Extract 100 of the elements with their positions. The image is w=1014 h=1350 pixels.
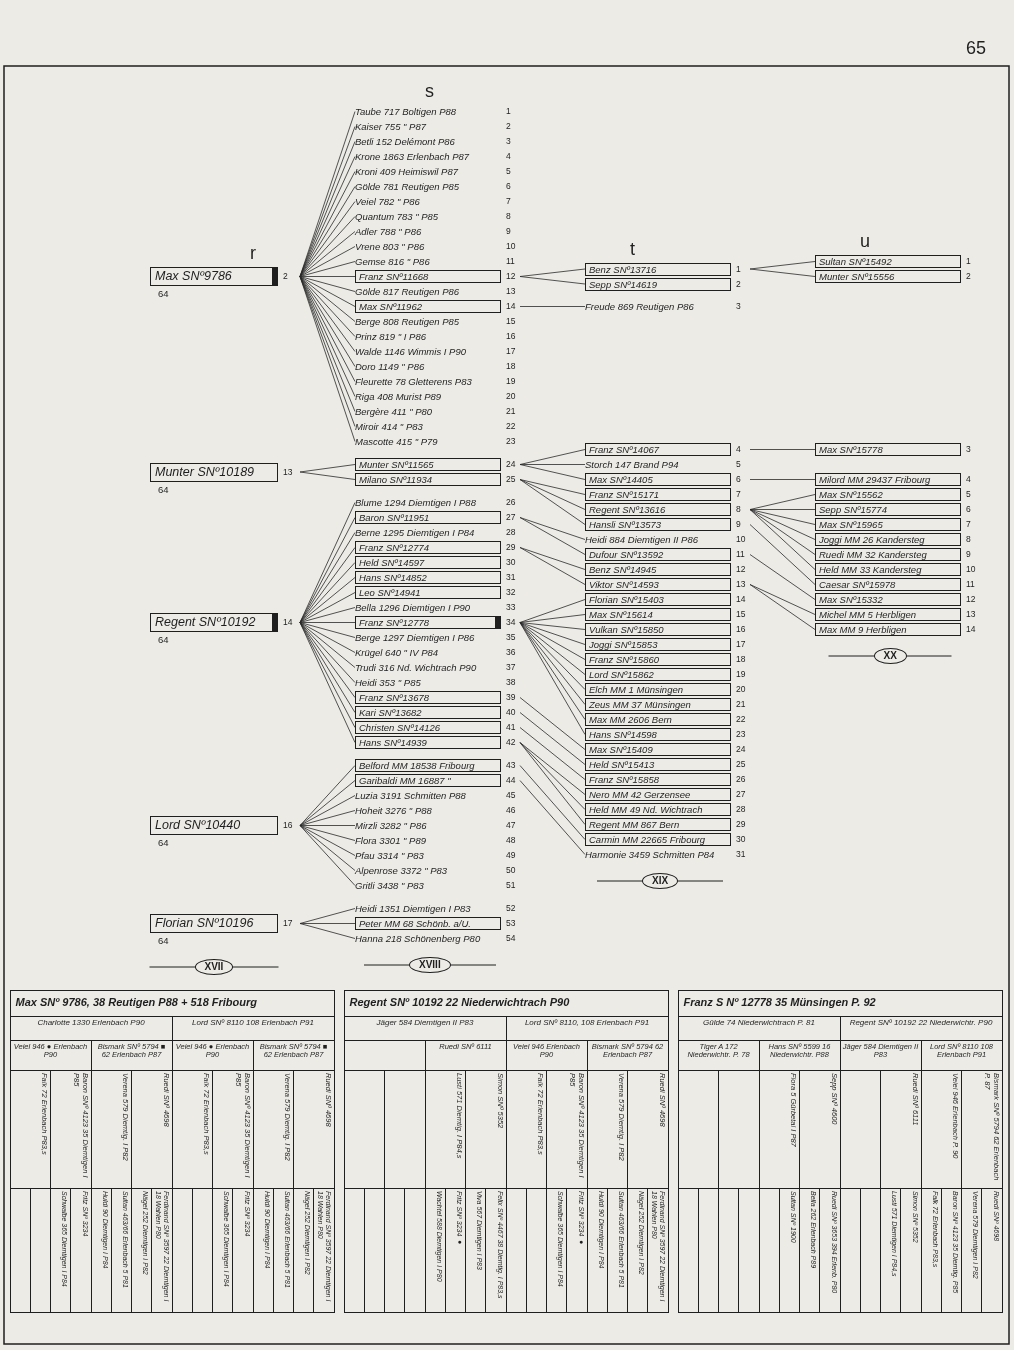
entry-text: Vrene 803 " P86 [355,240,425,253]
entry-text: Gölde 817 Reutigen P86 [355,285,460,298]
entry-number: 19 [506,375,516,388]
entry-number: 19 [736,668,746,681]
entry-box: Held SNº14597 [355,556,501,569]
entry-number: 5 [506,165,511,178]
connector-line [299,261,356,277]
entry-text: Flora 3301 " P89 [355,834,426,847]
entry-number: 2 [506,120,511,133]
connector-line [519,517,586,540]
entry-number: 12 [506,270,516,283]
entry-number: 25 [506,473,516,486]
entry-number: 3 [506,135,511,148]
entry-number: 45 [506,789,516,802]
entry-number: 11 [966,578,975,591]
entry-number: 16 [283,819,293,832]
entry-number: 21 [506,405,516,418]
connector-line [299,825,356,856]
entry-text: Adler 788 " P86 [355,225,422,238]
entry-box: Lord SNº15862 [585,668,731,681]
entry-number: 49 [506,849,516,862]
entry-box: Joggi MM 26 Kandersteg [815,533,961,546]
entry-box: Hans SNº14598 [585,728,731,741]
entry-number: 36 [506,646,516,659]
entry-box: Franz SNº15171 [585,488,731,501]
connector-line [519,622,586,690]
entry-text: Freude 869 Reutigen P86 [585,300,694,313]
entry-number: 39 [506,691,516,704]
column-letter: t [630,238,635,260]
connector-line [299,622,356,638]
entry-number: 52 [506,902,516,915]
entry-box: Hans SNº14939 [355,736,501,749]
entry-number: 21 [736,698,746,711]
entry-number: 3 [966,443,971,456]
entry-text: Berge 1297 Diemtigen I P86 [355,631,475,644]
connector-line [299,577,356,623]
page-reference: 64 [158,837,169,848]
entry-number: 28 [736,803,746,816]
entry-box: Leo SNº14941 [355,586,501,599]
entry-number: 13 [966,608,976,621]
connector-line [299,825,356,841]
entry-number: 29 [506,541,516,554]
entry-text: Prinz 819 " I P86 [355,330,426,343]
entry-box: Max SNº15778 [815,443,961,456]
entry-number: 44 [506,774,516,787]
column-letter: s [425,81,434,102]
entry-box: Max SNº15614 [585,608,731,621]
entry-number: 7 [736,488,741,501]
entry-text: Heidi 353 " P85 [355,676,421,689]
entry-number: 17 [736,638,746,651]
connector-line [299,471,356,480]
entry-number: 9 [736,518,741,531]
entry-box: Nero MM 42 Gerzensee [585,788,731,801]
connector-line [299,622,356,653]
entry-box: Regent SNº13616 [585,503,731,516]
entry-box: Joggi SNº15853 [585,638,731,651]
entry-text: Riga 408 Murist P89 [355,390,442,403]
entry-number: 16 [506,330,516,343]
connector-line [519,464,586,480]
entry-number: 20 [736,683,746,696]
entry-number: 4 [506,150,511,163]
entry-box: Michel MM 5 Herbligen [815,608,961,621]
entry-number: 15 [506,315,516,328]
entry-number: 14 [966,623,976,636]
entry-number: 32 [506,586,516,599]
connector-line [519,742,586,810]
entry-number: 41 [506,721,516,734]
entry-text: Mirzli 3282 " P86 [355,819,427,832]
column-letter: r [250,243,256,264]
entry-number: 54 [506,932,516,945]
connector-line [749,449,816,450]
entry-number: 14 [283,616,293,629]
connector-line [299,547,356,623]
entry-number: 40 [506,706,516,719]
entry-box: Baron SNº11951 [355,511,501,524]
connector-line [519,599,586,623]
connector-line [299,923,356,939]
entry-box: Zeus MM 37 Münsingen [585,698,731,711]
entry-box: Franz SNº15860 [585,653,731,666]
entry-number: 2 [283,270,288,283]
connector-line [749,509,816,540]
entry-box: Hans SNº14852 [355,571,501,584]
entry-box: Franz SNº12778 [355,616,501,629]
entry-text: Harmonie 3459 Schmitten P84 [585,848,715,861]
entry-box: Ruedi MM 32 Kandersteg [815,548,961,561]
entry-number: 16 [736,623,746,636]
page-reference: 64 [158,935,169,946]
entry-number: 13 [736,578,746,591]
entry-number: 7 [966,518,971,531]
entry-number: 23 [506,435,516,448]
entry-number: 29 [736,818,746,831]
entry-text: Berge 808 Reutigen P85 [355,315,460,328]
entry-number: 17 [283,917,293,930]
connector-line [299,908,356,924]
connector-line [519,622,586,660]
entry-text: Heidi 1351 Diemtigen I P83 [355,902,471,915]
entry-number: 50 [506,864,516,877]
entry-text: Gritli 3438 " P83 [355,879,424,892]
entry-box: Max SNº15409 [585,743,731,756]
entry-number: 27 [506,511,516,524]
